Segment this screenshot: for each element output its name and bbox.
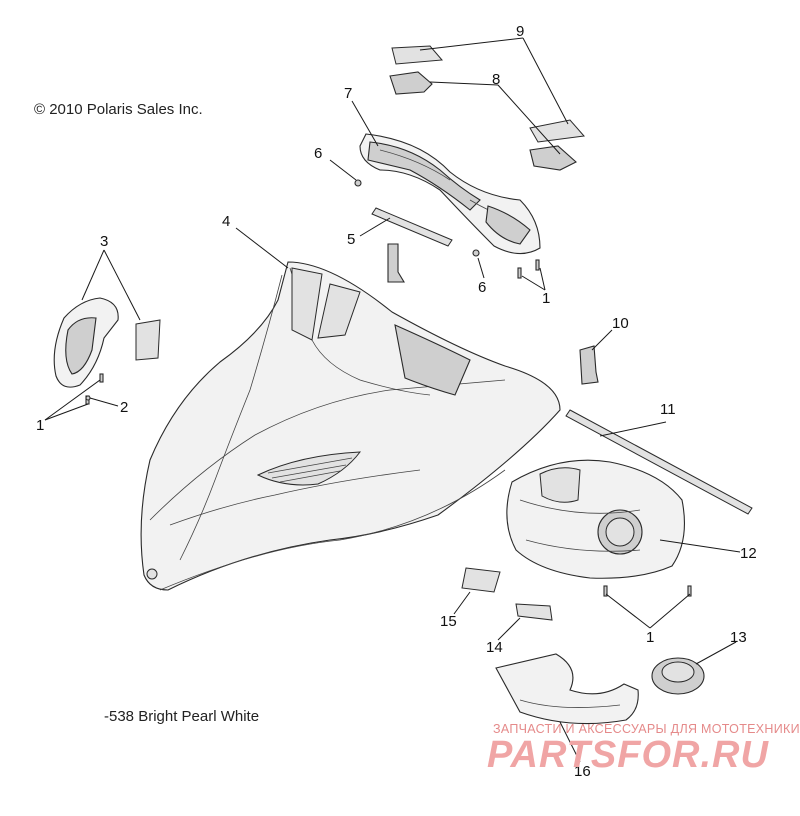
part-inner-panel — [506, 459, 692, 597]
color-code-note: -538 Bright Pearl White — [104, 708, 260, 725]
part-rod-11 — [565, 409, 753, 515]
part-belly-pan — [495, 653, 639, 725]
part-brackets-8 — [389, 71, 577, 171]
callout-labels: 9 8 7 6 5 4 3 6 1 10 2 1 11 12 15 14 1 1… — [36, 23, 757, 780]
part-pads-9 — [391, 45, 585, 143]
callout-6-top: 6 — [314, 145, 322, 162]
callout-3: 3 — [100, 233, 108, 250]
part-vent-clip — [387, 243, 405, 283]
callout-8: 8 — [492, 71, 500, 88]
callout-11: 11 — [660, 401, 676, 418]
callout-10: 10 — [612, 315, 629, 332]
watermark-tagline: ЗАПЧАСТИ И АКСЕССУАРЫ ДЛЯ МОТОТЕХНИКИ — [493, 722, 800, 736]
callout-2: 2 — [120, 399, 128, 416]
part-trim-strip — [371, 207, 453, 247]
callout-5: 5 — [347, 231, 355, 248]
part-grommet — [651, 657, 705, 695]
callout-1-bottom: 1 — [646, 629, 654, 646]
callout-6-bottom: 6 — [478, 279, 486, 296]
copyright-text: © 2010 Polaris Sales Inc. — [34, 101, 203, 118]
callout-13: 13 — [730, 629, 747, 646]
callout-7: 7 — [344, 85, 352, 102]
watermark-brand: PARTSFOR.RU — [487, 734, 769, 776]
leader-lines — [44, 37, 741, 763]
callout-14: 14 — [486, 639, 503, 656]
callout-1-top: 1 — [542, 290, 550, 307]
part-side-pod — [53, 297, 161, 388]
fasteners-6 — [354, 179, 540, 279]
callout-12: 12 — [740, 545, 757, 562]
part-hood — [140, 261, 561, 591]
callout-4: 4 — [222, 213, 230, 230]
part-decals — [461, 567, 553, 621]
callout-15: 15 — [440, 613, 457, 630]
callout-16: 16 — [574, 763, 591, 780]
callout-9: 9 — [516, 23, 524, 40]
callout-1-left: 1 — [36, 417, 44, 434]
part-clip-10 — [579, 345, 599, 385]
part-console — [359, 133, 541, 255]
